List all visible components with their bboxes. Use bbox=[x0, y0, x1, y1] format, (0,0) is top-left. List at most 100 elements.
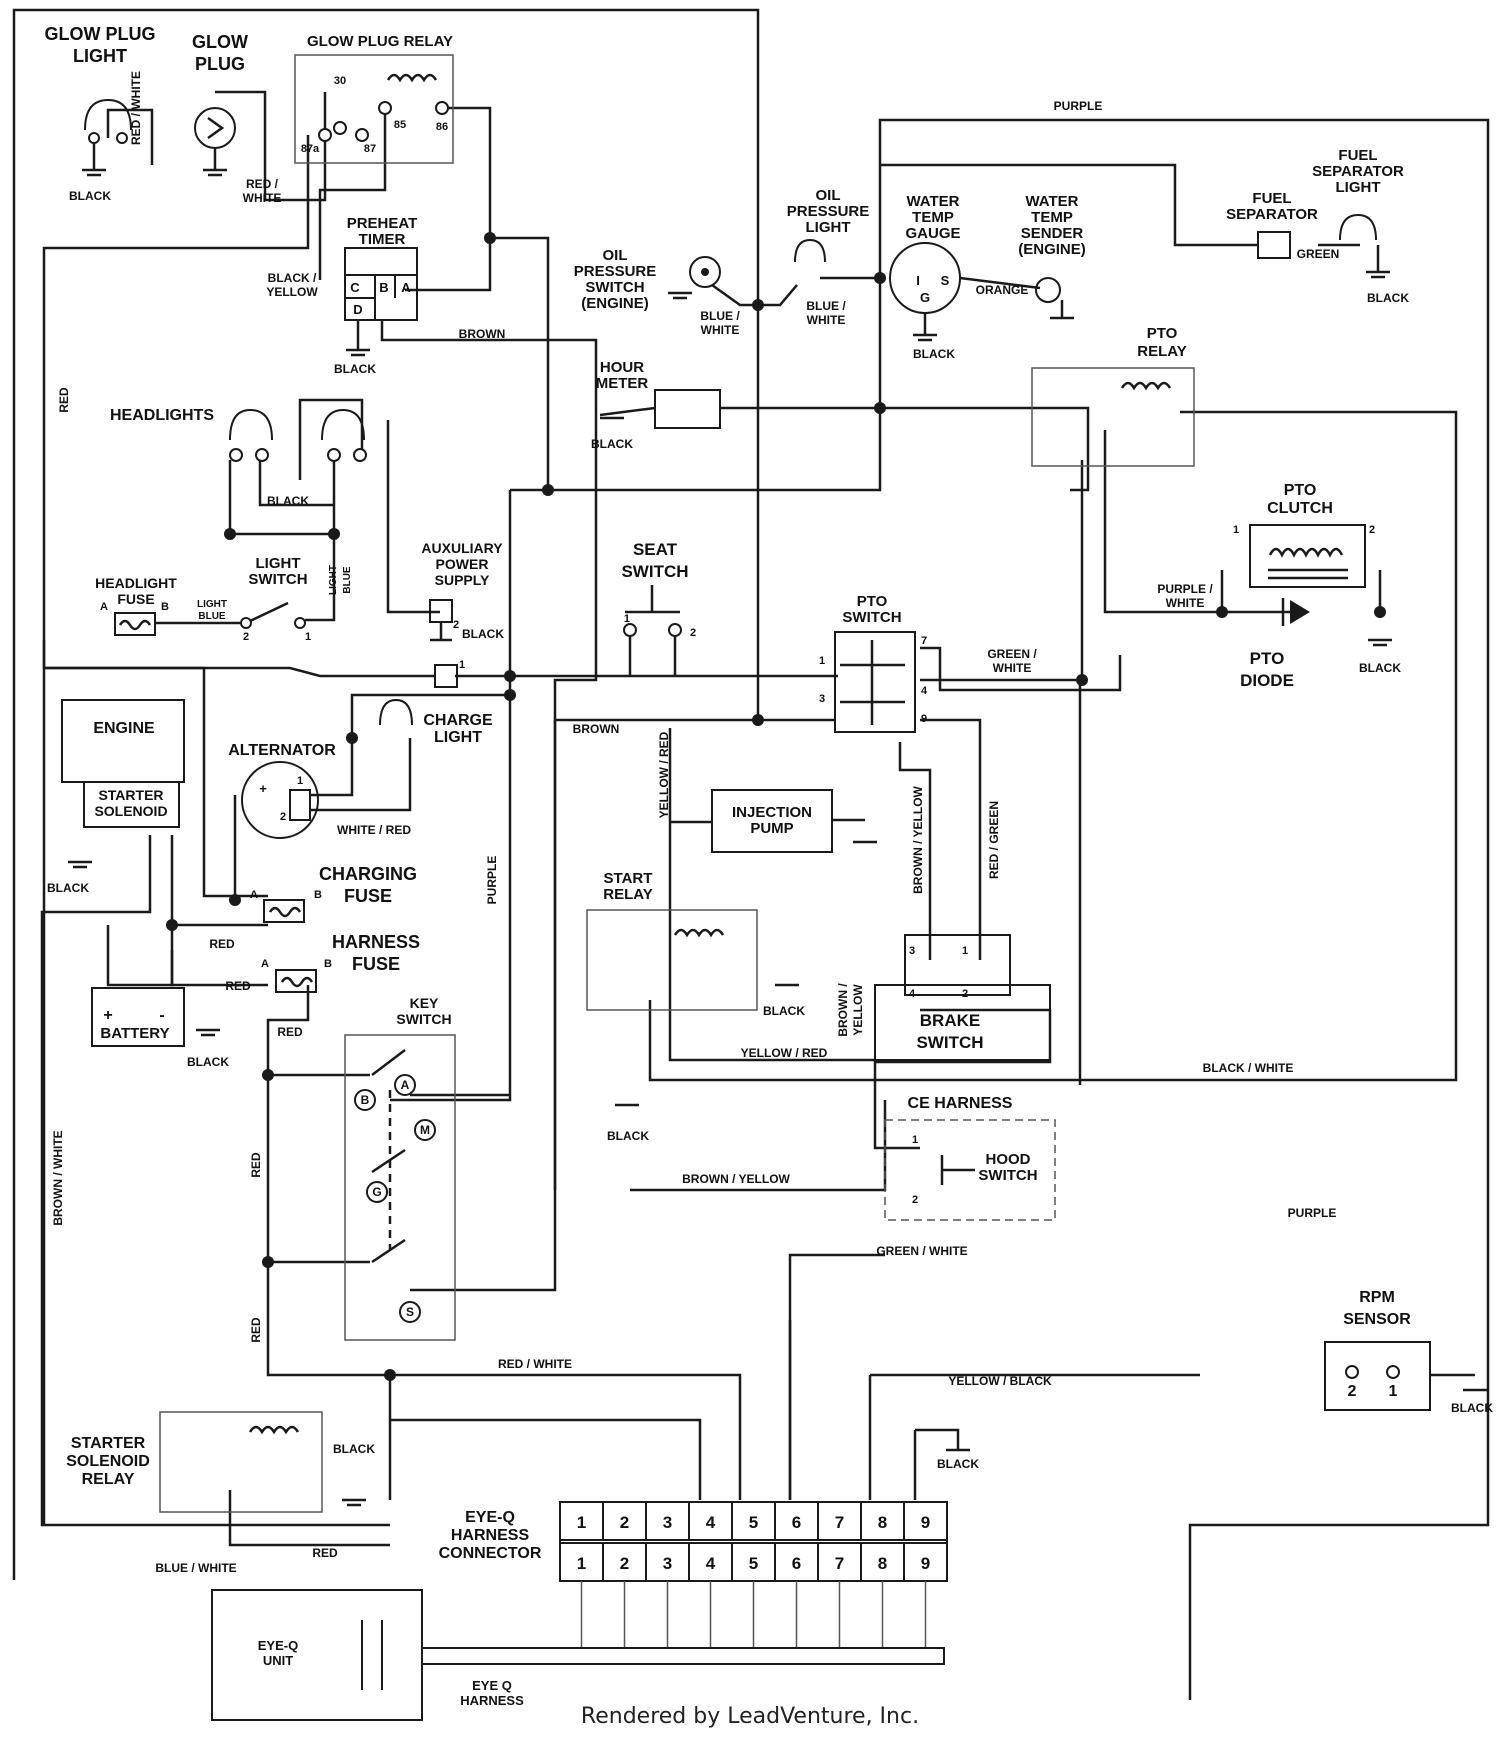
wire-label-red-green: RED / GREEN bbox=[987, 801, 1001, 879]
label-wts-2: TEMP bbox=[1031, 209, 1073, 226]
relay-box bbox=[1031, 367, 1195, 467]
label-injection-pump-2: PUMP bbox=[750, 820, 793, 837]
ce-harness bbox=[884, 1119, 1056, 1221]
eyeq-unit bbox=[211, 1589, 945, 1721]
label-fs-2: SEPARATOR bbox=[1226, 206, 1318, 223]
terminal bbox=[255, 448, 269, 462]
label-eyeq-harness-2: HARNESS bbox=[460, 1693, 524, 1708]
relay-coil-icon bbox=[386, 73, 438, 83]
junction bbox=[262, 1069, 274, 1081]
battery-box bbox=[91, 987, 185, 1047]
wire-glow-light bbox=[106, 108, 154, 165]
junction bbox=[384, 1369, 396, 1381]
wire-label-red: RED bbox=[312, 1546, 338, 1560]
wire-red-harness bbox=[42, 135, 310, 1525]
label-ops-3: SWITCH bbox=[585, 279, 644, 296]
label-brake-switch-2: SWITCH bbox=[916, 1033, 983, 1052]
term-85: 85 bbox=[394, 119, 406, 131]
term-2: 2 bbox=[1348, 1383, 1357, 1400]
term-2: 2 bbox=[690, 627, 696, 639]
light-switch bbox=[240, 601, 306, 629]
label-fsl-1: FUEL bbox=[1338, 147, 1377, 164]
pto-switch bbox=[834, 631, 916, 733]
wire-eyeq-5 bbox=[540, 1373, 742, 1500]
term-fuse-b: B bbox=[161, 601, 169, 613]
term-2: 2 bbox=[962, 988, 968, 1000]
label-ops-4: (ENGINE) bbox=[581, 295, 649, 312]
junction bbox=[752, 714, 764, 726]
term-1: 1 bbox=[819, 655, 825, 667]
water-temp-gauge bbox=[889, 242, 961, 342]
label-eyeq-harness-1: EYE Q bbox=[472, 1678, 512, 1693]
label-key-switch-1: KEY bbox=[410, 995, 439, 1011]
label-wts-4: (ENGINE) bbox=[1018, 241, 1086, 258]
switch-contact bbox=[701, 268, 709, 276]
starter-solenoid-relay bbox=[159, 1411, 366, 1513]
term-1: 1 bbox=[1389, 1383, 1398, 1400]
wire-headlights-black bbox=[258, 460, 334, 507]
label-aux-2: POWER bbox=[436, 556, 489, 572]
label-charging-fuse-1: CHARGING bbox=[319, 864, 417, 884]
key-b: B bbox=[361, 1093, 370, 1107]
lamp-icon bbox=[84, 98, 132, 131]
lamp-icon bbox=[379, 698, 413, 726]
label-glow-plug-light-2: LIGHT bbox=[73, 46, 127, 66]
label-wts-1: WATER bbox=[1025, 193, 1078, 210]
label-eyeq-unit-1: EYE-Q bbox=[258, 1638, 298, 1653]
headlight-fuse bbox=[114, 612, 156, 636]
connector-pin-label: 6 bbox=[792, 1554, 801, 1573]
wire-label-black: BLACK bbox=[1451, 1401, 1493, 1415]
pto-switch-box bbox=[834, 631, 916, 733]
label-seat-switch-2: SWITCH bbox=[621, 562, 688, 581]
terminal-2 bbox=[668, 623, 682, 637]
wire-main-left bbox=[42, 640, 435, 678]
glow-plug-light bbox=[82, 98, 132, 177]
label-pto-relay-2: RELAY bbox=[1137, 343, 1186, 360]
term-batt-plus: + bbox=[103, 1007, 112, 1024]
key-g: G bbox=[372, 1185, 381, 1199]
terminal bbox=[88, 132, 100, 144]
brake-switch-body bbox=[874, 984, 1051, 1061]
label-pto-diode-2: DIODE bbox=[1240, 671, 1294, 690]
wire-outer-frame bbox=[12, 8, 760, 1580]
key-m-terminal bbox=[414, 1119, 436, 1141]
timer-box bbox=[344, 247, 418, 321]
term-87: 87 bbox=[364, 143, 376, 155]
label-charge-light-2: LIGHT bbox=[434, 729, 482, 746]
wire-pto7 bbox=[920, 646, 1122, 692]
wire-label-black-yellow-1: BLACK / bbox=[268, 271, 317, 285]
sender-icon bbox=[1035, 277, 1061, 303]
wire-label-red: RED bbox=[57, 387, 71, 413]
wire-label-black: BLACK bbox=[334, 362, 376, 376]
wire-label-red-white-1: RED / bbox=[246, 177, 279, 191]
label-ssr-1: STARTER bbox=[71, 1435, 146, 1452]
wire-orange bbox=[959, 276, 1041, 290]
eyeq-harness-bundle bbox=[421, 1647, 945, 1665]
fuse-icon bbox=[263, 899, 305, 923]
switch-lever bbox=[249, 601, 289, 623]
alternator bbox=[241, 761, 319, 839]
term-7: 7 bbox=[921, 635, 927, 647]
wire-eyeq-4 bbox=[390, 1418, 702, 1500]
key-m: M bbox=[420, 1123, 430, 1137]
label-engine: ENGINE bbox=[93, 720, 155, 737]
pto-clutch-box bbox=[1249, 524, 1366, 588]
term-2: 2 bbox=[280, 811, 286, 823]
label-ce-harness: CE HARNESS bbox=[908, 1095, 1013, 1112]
label-fsl-2: SEPARATOR bbox=[1312, 163, 1404, 180]
label-opl-2: PRESSURE bbox=[787, 203, 870, 220]
key-s: S bbox=[406, 1305, 414, 1319]
wire-label-light-blue-1: LIGHT bbox=[197, 599, 227, 610]
oil-pressure-light bbox=[794, 238, 826, 263]
alternator-terminal bbox=[289, 789, 311, 821]
junction bbox=[504, 689, 516, 701]
wire-aux bbox=[386, 420, 440, 614]
lamp-icon bbox=[321, 408, 365, 441]
relay-box bbox=[294, 54, 454, 164]
junction bbox=[484, 232, 496, 244]
terminal-86 bbox=[435, 101, 449, 115]
wire-headlights-upper bbox=[298, 398, 364, 480]
term-batt-minus: - bbox=[159, 1007, 164, 1024]
wire-label-blue-white-2: WHITE bbox=[807, 313, 846, 327]
label-aux-3: SUPPLY bbox=[435, 572, 490, 588]
